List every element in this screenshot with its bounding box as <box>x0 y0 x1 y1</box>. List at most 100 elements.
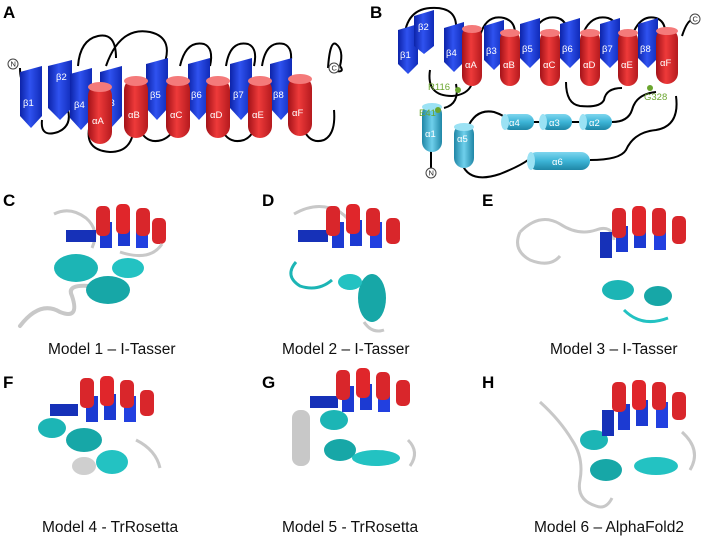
panel-b-site-e41: E41 <box>419 108 436 119</box>
svg-text:β2: β2 <box>418 22 429 33</box>
panel-b-loop-a5-a6 <box>461 159 529 179</box>
panel-e-structure: E Model 3 – I-Tasser <box>482 191 686 358</box>
panel-b-strand-b3: β3 <box>484 20 504 70</box>
svg-text:α1: α1 <box>425 129 436 140</box>
panel-b-helix-a6: α6 <box>527 152 590 170</box>
panel-a-strand-b1: β1 <box>20 66 42 128</box>
svg-text:β3: β3 <box>486 46 497 57</box>
panel-b-strand-b1: β1 <box>398 24 418 74</box>
panel-b-site-e41-dot <box>435 107 441 113</box>
panel-a-n-terminus <box>7 58 19 70</box>
svg-text:β6: β6 <box>191 90 202 101</box>
svg-text:β4: β4 <box>74 100 85 111</box>
panel-b-site-g328-dot <box>647 85 653 91</box>
panel-h-caption: Model 6 – AlphaFold2 <box>534 519 684 536</box>
panel-c-cartoon <box>18 204 166 328</box>
svg-text:β1: β1 <box>400 50 411 61</box>
panel-b-helix-a5: α5 <box>454 123 474 168</box>
svg-text:β2: β2 <box>56 72 67 83</box>
panel-b-helix-a4: α4 <box>501 114 534 130</box>
panel-e-caption: Model 3 – I-Tasser <box>550 341 678 358</box>
panel-f-cartoon <box>38 376 162 475</box>
panel-b-helix-a3: α3 <box>539 114 572 130</box>
svg-text:β7: β7 <box>233 90 244 101</box>
svg-text:αA: αA <box>465 60 477 71</box>
panel-b-strand-b8: β8 <box>638 18 658 68</box>
panel-b-strand-b7: β7 <box>600 18 620 68</box>
panel-b-loop-to-a1 <box>443 83 458 109</box>
panel-d-caption: Model 2 – I-Tasser <box>282 341 410 358</box>
panel-a-loop-8 <box>261 42 293 67</box>
panel-g-structure: G Model 5 - TrRosetta <box>262 368 418 536</box>
panel-label-b: B <box>370 3 382 22</box>
svg-text:αF: αF <box>292 108 303 119</box>
panel-label-e: E <box>482 191 493 210</box>
svg-text:β8: β8 <box>273 90 284 101</box>
panel-label-c: C <box>3 191 15 210</box>
panel-b-site-r116: R116 <box>428 82 450 93</box>
panel-a-loop-2 <box>77 34 117 67</box>
panel-b-n-label: N <box>429 169 434 178</box>
panel-label-f: F <box>3 373 13 392</box>
svg-text:β1: β1 <box>23 98 34 109</box>
panel-b-c-label: C <box>693 15 699 24</box>
panel-a-strand-b5: β5 <box>146 58 168 120</box>
panel-label-h: H <box>482 373 494 392</box>
svg-text:α2: α2 <box>589 118 600 129</box>
panel-label-d: D <box>262 191 274 210</box>
panel-label-a: A <box>3 3 15 22</box>
panel-b-strand-b5: β5 <box>520 18 540 68</box>
panel-d-cartoon <box>289 204 400 333</box>
panel-b-strand-b4: β4 <box>444 22 464 72</box>
panel-a-c-label: C <box>332 64 338 73</box>
panel-h-cartoon <box>538 380 696 509</box>
panel-a-topology: A N C β1 β2 β4 β3 <box>3 3 343 154</box>
panel-b-c-terminus <box>689 13 701 25</box>
panel-b-helix-ae: αE <box>618 29 638 86</box>
panel-b-helix-ab: αB <box>500 29 520 86</box>
svg-text:αA: αA <box>92 116 104 127</box>
panel-b-loop-top-1 <box>403 6 458 45</box>
svg-text:α5: α5 <box>457 134 468 145</box>
panel-b-loop-a6-cterm <box>589 95 678 161</box>
svg-text:β5: β5 <box>150 90 161 101</box>
svg-text:α6: α6 <box>552 157 563 168</box>
svg-text:αE: αE <box>252 110 264 121</box>
panel-b-topology: B N C β1 β2 β4 <box>370 3 701 179</box>
svg-text:αD: αD <box>583 60 595 71</box>
panel-b-helix-af: αF <box>656 27 678 84</box>
panel-d-structure: D Model 2 – I-Tasser <box>262 191 410 358</box>
svg-text:β4: β4 <box>446 48 457 59</box>
panel-a-helix-af: αF <box>288 74 312 136</box>
svg-text:αC: αC <box>543 60 555 71</box>
panel-a-loop-4 <box>105 30 168 71</box>
panel-a-strand-b7: β7 <box>230 58 252 120</box>
panel-a-helix-ab: αB <box>124 76 148 138</box>
panel-b-helix-ac: αC <box>540 29 560 86</box>
panel-c-caption: Model 1 – I-Tasser <box>48 341 176 358</box>
panel-f-caption: Model 4 - TrRosetta <box>42 519 178 536</box>
svg-text:α4: α4 <box>509 118 520 129</box>
panel-a-c-terminus <box>328 62 340 74</box>
panel-a-strand-b8: β8 <box>270 58 292 120</box>
panel-a-helix-ae: αE <box>248 76 272 138</box>
panel-label-g: G <box>262 373 275 392</box>
panel-b-site-r116-dot <box>455 87 461 93</box>
panel-b-helix-ad: αD <box>580 29 600 86</box>
panel-b-helix-a2: α2 <box>579 114 612 130</box>
panel-e-cartoon <box>516 206 686 324</box>
svg-text:α3: α3 <box>549 118 560 129</box>
svg-text:β5: β5 <box>522 44 533 55</box>
svg-text:β8: β8 <box>640 44 651 55</box>
panel-b-site-g328: G328 <box>644 92 667 103</box>
panel-a-strand-b2: β2 <box>48 60 72 120</box>
panel-f-structure: F Model 4 - TrRosetta <box>3 373 178 536</box>
svg-text:αB: αB <box>128 110 140 121</box>
panel-b-loop-a2-up <box>611 91 657 123</box>
svg-text:αB: αB <box>503 60 515 71</box>
svg-text:αD: αD <box>210 110 222 121</box>
svg-text:β7: β7 <box>602 44 613 55</box>
panel-a-helix-ad: αD <box>206 76 230 138</box>
panel-b-helix-aa: αA <box>462 25 482 86</box>
